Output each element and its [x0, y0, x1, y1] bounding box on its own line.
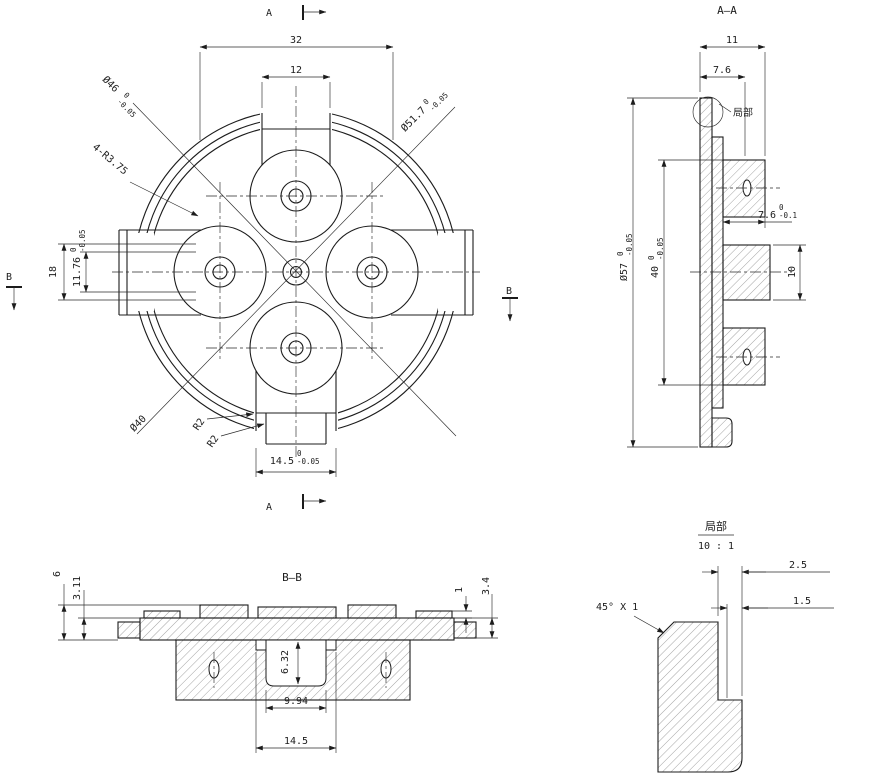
detail-view: 局部 10 : 1 2.5 1.5 45° X 1	[596, 519, 834, 773]
dim-11-76-tol-top: 0	[69, 247, 78, 252]
detail-scale: 10 : 1	[698, 541, 734, 552]
marker-b-left-label: B	[6, 272, 12, 283]
dim-18: 18	[48, 243, 196, 301]
dim-10: 10	[773, 244, 806, 301]
dim-14-5-value: 14.5	[270, 456, 294, 467]
dim-7-6-depth: 7.6 0 -0.1	[722, 203, 797, 228]
marker-a-bottom-label: A	[266, 502, 272, 513]
label-r2-b: R2	[205, 434, 221, 450]
dia51-7-tol-bot: -0.05	[428, 91, 450, 113]
dim-12: 12	[261, 65, 331, 108]
dim-7-6-depth-tol-top: 0	[779, 203, 784, 212]
detail-callout-label: 局部	[733, 106, 753, 119]
section-bb-geometry	[117, 604, 477, 701]
fillet-note: 4-R3.75	[90, 142, 129, 178]
front-view: 32 12 Ø46 0 -0.05 Ø51.7 0 -0.05 4-R3.75 …	[6, 5, 518, 513]
label-fillet-4r375: 4-R3.75	[90, 142, 129, 178]
chamfer-note-label: 45° X 1	[596, 602, 638, 613]
dim-1-5: 1.5	[711, 596, 834, 698]
section-aa-geometry	[690, 96, 792, 448]
dim-6-label: 6	[52, 571, 63, 577]
dim-6-32-label: 6.32	[280, 650, 291, 674]
dim-3-11-label: 3.11	[72, 576, 83, 600]
dim-9-94-label: 9.94	[284, 696, 308, 707]
dim-32-label: 32	[290, 35, 302, 46]
label-r2-a: R2	[191, 417, 207, 433]
dim-dia57: Ø57 0 -0.05	[616, 97, 698, 448]
section-aa-title: A—A	[717, 4, 737, 17]
dim-3-4-label: 3.4	[481, 577, 492, 595]
section-bb-view: B—B 6	[52, 571, 498, 753]
marker-a-top-label: A	[266, 8, 272, 19]
dim-11-76-value: 11.76	[72, 257, 83, 287]
dim-40-tol-bot: -0.05	[656, 237, 665, 260]
r2-a-text: R2	[191, 417, 207, 433]
dim-1-label: 1	[454, 587, 465, 593]
dim-14-5-front: 14.5 0 -0.05	[255, 448, 337, 477]
section-marker-a-top: A	[266, 5, 327, 20]
dim-18-label: 18	[48, 266, 59, 278]
dim-40-tol-top: 0	[647, 255, 656, 260]
dim-14-5-tol-top: 0	[297, 449, 302, 458]
dim-12-label: 12	[290, 65, 302, 76]
section-bb-title: B—B	[282, 571, 302, 584]
dia46-value: Ø46	[100, 74, 121, 95]
dim-11: 11	[699, 35, 766, 156]
dim-40-value: 40	[650, 266, 661, 278]
marker-b-right-label: B	[506, 286, 512, 297]
dim-10-label: 10	[787, 266, 798, 278]
dia51-7-value: Ø51.7	[399, 104, 429, 134]
dim-2-5-label: 2.5	[789, 560, 807, 571]
section-marker-b-right: B	[502, 286, 518, 322]
dim-11-76: 11.76 0 -0.05	[69, 229, 196, 293]
front-geometry	[112, 86, 480, 460]
dim-3-4: 3.4	[454, 577, 498, 639]
r2-b-text: R2	[205, 434, 221, 450]
dim-2-5: 2.5	[702, 560, 830, 696]
detail-title: 局部	[705, 519, 727, 533]
section-aa-view: A—A 局部 11 7.6	[616, 4, 806, 448]
dim-40: 40 0 -0.05	[647, 159, 723, 386]
dim-7-6-top: 7.6	[699, 65, 746, 156]
section-marker-b-left: B	[6, 272, 22, 311]
dim-7-6-depth-tol-bot: -0.1	[779, 211, 797, 220]
dia51-7-tol-top: 0	[421, 97, 431, 107]
section-marker-a-bottom: A	[266, 494, 327, 513]
dim-14-5-bb: 14.5	[255, 652, 337, 753]
dim-1-5-label: 1.5	[793, 596, 811, 607]
chamfer-callout: 45° X 1	[596, 602, 665, 634]
label-dia51-7: Ø51.7 0 -0.05	[399, 91, 450, 135]
dim-14-5-tol-bot: -0.05	[297, 457, 320, 466]
dim-14-5-bb-label: 14.5	[284, 736, 308, 747]
label-dia40: Ø40	[128, 413, 149, 434]
dia46-tol-top: 0	[122, 91, 132, 101]
dia57-value: Ø57	[618, 263, 630, 281]
dia46-tol-bot: -0.05	[115, 97, 137, 119]
label-dia46: Ø46 0 -0.05	[100, 74, 138, 120]
dim-32: 32	[199, 35, 394, 140]
dia57-tol-top: 0	[616, 251, 625, 256]
dia57-tol-bot: -0.05	[625, 233, 634, 256]
dim-3-11: 3.11	[72, 576, 144, 641]
dim-7-6-top-label: 7.6	[713, 65, 731, 76]
dim-7-6-depth-value: 7.6	[758, 210, 776, 221]
dim-6-32: 6.32	[280, 641, 301, 685]
dim-9-94: 9.94	[265, 690, 327, 713]
dia40-value: Ø40	[128, 413, 149, 434]
dim-11-76-tol-bot: -0.05	[78, 229, 87, 252]
detail-geometry	[657, 621, 743, 773]
dim-6: 6	[52, 571, 200, 641]
dim-11-label: 11	[726, 35, 738, 46]
